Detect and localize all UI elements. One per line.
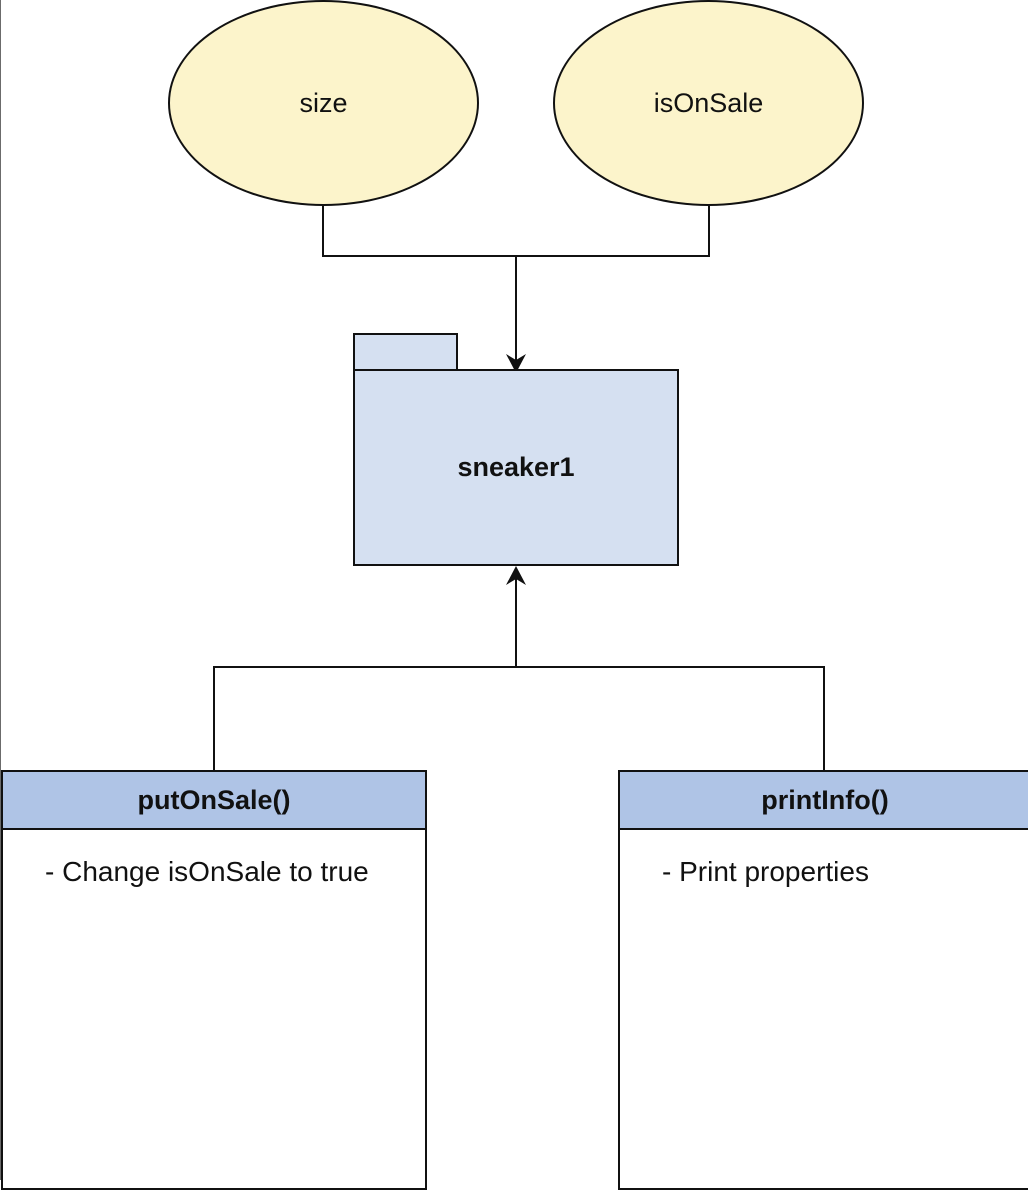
attribute-isonsale-label: isOnSale	[653, 87, 764, 118]
method-putonsale-description: - Change isOnSale to true	[45, 856, 369, 887]
arrowhead-up	[506, 566, 526, 585]
method-printinfo: printInfo() - Print properties	[618, 770, 1028, 1190]
object-label: sneaker1	[457, 452, 575, 482]
object-package-tab	[353, 333, 458, 371]
method-printinfo-header: printInfo()	[620, 772, 1028, 830]
method-putonsale-header: putOnSale()	[3, 772, 425, 830]
connector-printinfo-to-object	[516, 666, 825, 770]
left-edge-line	[0, 0, 1, 1180]
connector-size-to-object	[322, 206, 516, 257]
method-putonsale-body: - Change isOnSale to true	[3, 830, 425, 888]
connector-sale-to-object	[516, 206, 710, 257]
method-printinfo-body: - Print properties	[620, 830, 1028, 888]
object-package: sneaker1	[353, 369, 679, 566]
method-putonsale-name: putOnSale()	[137, 784, 291, 815]
method-printinfo-name: printInfo()	[761, 784, 889, 815]
method-printinfo-description: - Print properties	[662, 856, 869, 887]
attribute-size: size	[168, 0, 479, 206]
method-putonsale: putOnSale() - Change isOnSale to true	[1, 770, 427, 1190]
attribute-isonsale: isOnSale	[553, 0, 864, 206]
connector-putonsale-to-object	[213, 666, 516, 770]
attribute-size-label: size	[299, 87, 348, 118]
